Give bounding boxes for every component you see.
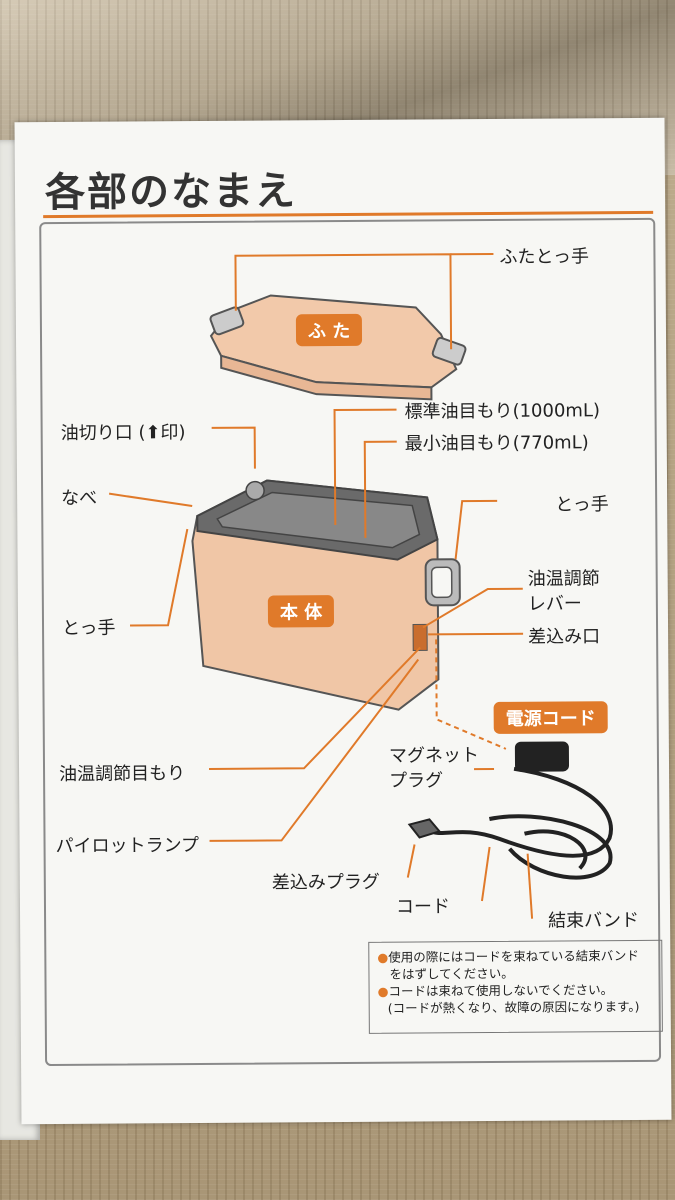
label-lid-handle: ふたとっ手 [499, 246, 590, 268]
body-badge: 本 体 [267, 595, 335, 628]
fryer-illustration [108, 252, 613, 919]
leader-lines [108, 252, 534, 919]
label-temp-lever-line2: レバー [527, 593, 582, 615]
note-bullet: ● [377, 949, 389, 965]
note-line: ●使用の際にはコードを束ねている結束バンド [377, 947, 653, 966]
note-line: (コードが熱くなり、故障の原因になります。) [378, 998, 654, 1017]
label-standard-oil-mark: 標準油目もり(1000mL) [404, 400, 601, 423]
label-magnet-plug-line1: マグネット [388, 745, 480, 767]
label-temp-lever-line1: 油温調節 [527, 568, 600, 590]
label-magnet-plug-line2: プラグ [389, 770, 444, 792]
manual-page: 各部のなまえ [14, 117, 672, 1125]
note-text: コードは束ねて使用しないでください。 [388, 982, 614, 999]
label-min-oil-mark: 最小油目もり(770mL) [404, 432, 589, 455]
note-text: 使用の際にはコードを束ねている結束バンド [388, 947, 639, 965]
label-drain-spout: 油切り口 (⬆印) [60, 422, 186, 444]
label-cord: コード [395, 896, 451, 918]
label-pilot-lamp: パイロットランプ [55, 835, 200, 858]
pot-body-illustration [191, 479, 461, 711]
lid-illustration [209, 294, 467, 401]
label-temp-scale: 油温調節目もり [58, 763, 186, 785]
note-text: をはずしてください。 [389, 965, 514, 982]
lid-badge: ふ た [295, 313, 363, 347]
label-left-handle: とっ手 [61, 617, 116, 639]
note-text: (コードが熱くなり、故障の原因になります。) [387, 998, 640, 1016]
label-socket: 差込み口 [528, 626, 601, 648]
usage-notes: ●使用の際にはコードを束ねている結束バンド をはずしてください。 ●コードは束ね… [368, 939, 663, 1034]
label-band: 結束バンド [548, 909, 640, 932]
label-plug: 差込みプラグ [271, 871, 380, 894]
cord-badge: 電源コード [493, 701, 608, 734]
note-line: ●コードは束ねて使用しないでください。 [378, 981, 654, 1000]
note-line: をはずしてください。 [377, 964, 653, 983]
label-right-handle: とっ手 [555, 494, 609, 516]
label-pot: なべ [61, 487, 98, 509]
power-cord-illustration [407, 741, 613, 880]
note-bullet: ● [377, 983, 389, 999]
